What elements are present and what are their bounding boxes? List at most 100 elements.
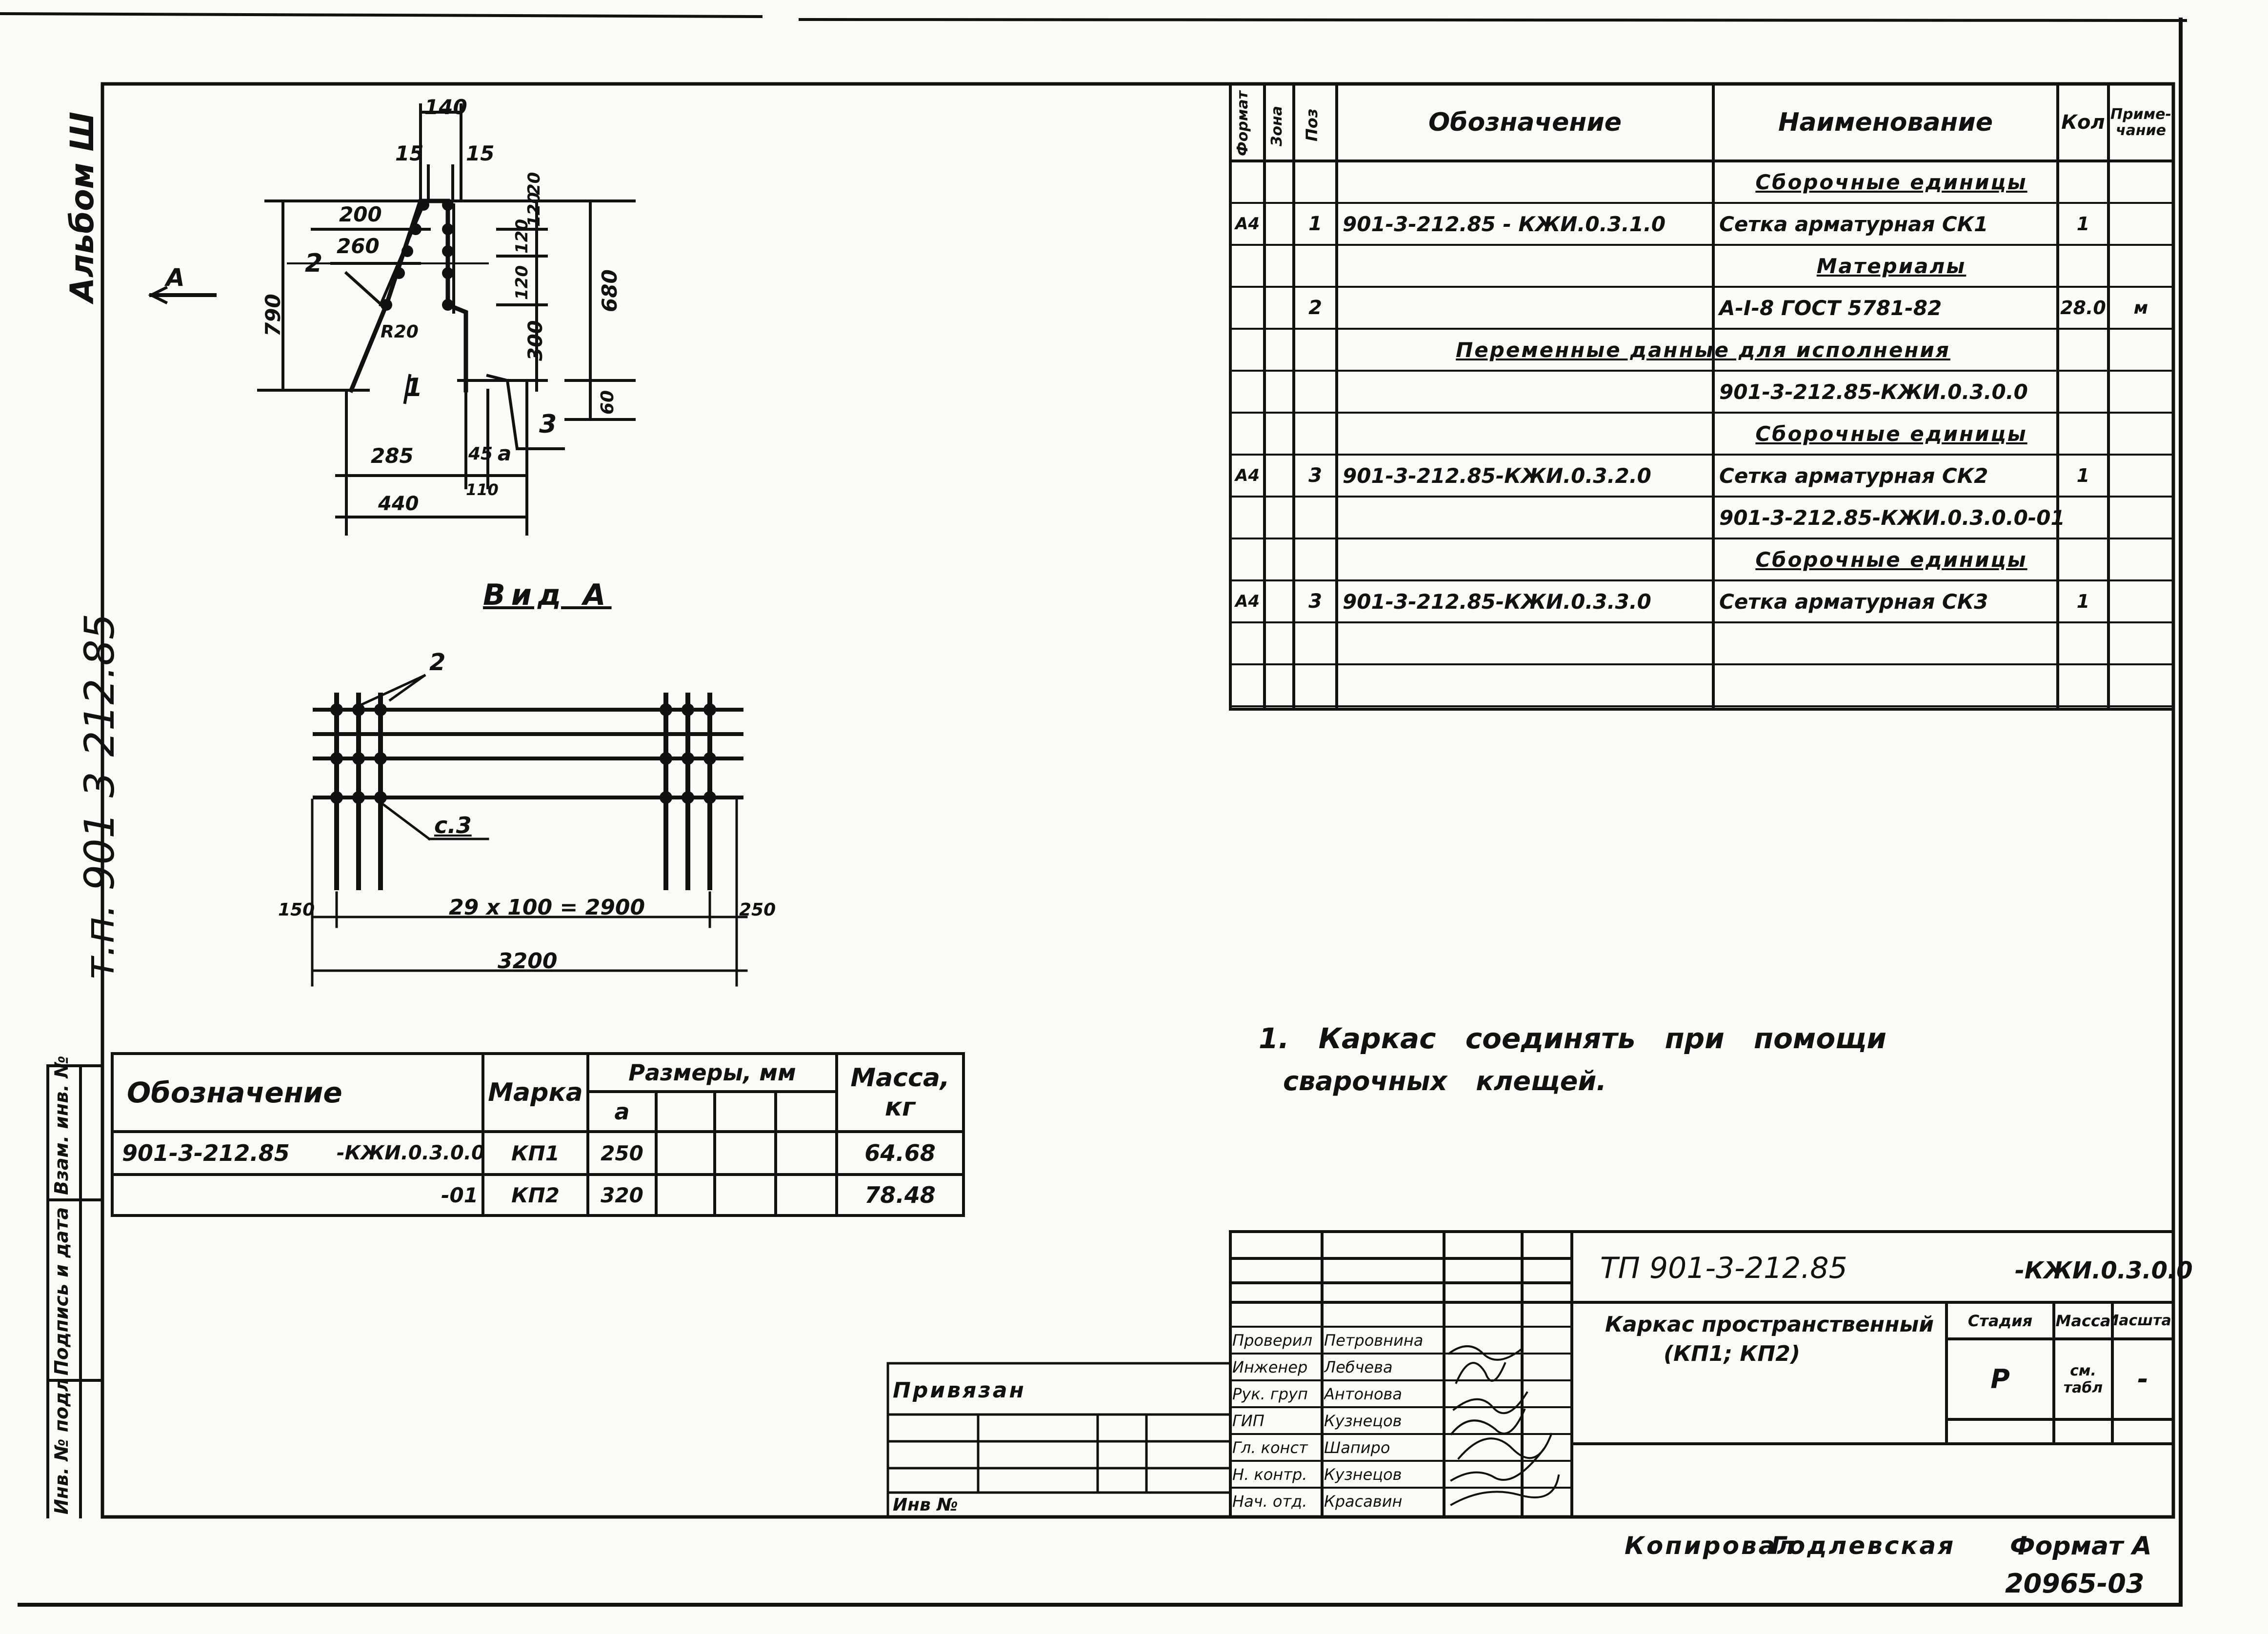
title-code-suffix: -КЖИ.0.3.0.0 <box>2015 1257 2193 1284</box>
spec-header-code: Обозначение <box>1428 108 1622 137</box>
signatures <box>1447 1345 1560 1506</box>
side-label-inv: Инв. № подл <box>51 1378 72 1514</box>
spec-row-13-name <box>1713 664 2064 706</box>
spec-row-11-qty: 1 <box>2076 591 2090 612</box>
spec-row-12-note <box>2108 622 2173 664</box>
spec-row-8-zone <box>1264 455 1294 497</box>
spec-row-6-fmt <box>1230 371 1264 413</box>
spec-row-9-pos <box>1294 497 1337 538</box>
spec-row-6-code <box>1337 371 1719 413</box>
spec-row-5-name: Переменные данные для исполнения <box>1456 338 1950 362</box>
copied-label: Копировал <box>1625 1532 1797 1560</box>
spec-row-4-code <box>1337 287 1719 329</box>
spec-row-13-pos <box>1294 664 1337 706</box>
title-code: ТП 901-3-212.85 <box>1600 1251 1847 1285</box>
spec-row-13-fmt <box>1230 664 1264 706</box>
sheet-number: 20965-03 <box>2005 1568 2145 1599</box>
dim-a: а <box>498 441 512 465</box>
spec-row-9-note <box>2108 497 2173 538</box>
spec-row-13-code <box>1337 664 1719 706</box>
pos-1: 1 <box>405 373 423 402</box>
pos-2: 2 <box>305 249 323 278</box>
view-pos-3: с.3 <box>434 812 472 838</box>
spec-row-2-note <box>2108 203 2173 245</box>
spec-row-1-name: Сборочные единицы <box>1755 170 2027 194</box>
stage-value: Р <box>1990 1364 2010 1395</box>
dim-140: 140 <box>424 95 467 119</box>
approval-role-7: Нач. отд. <box>1232 1492 1307 1511</box>
spec-row-7-pos <box>1294 413 1337 455</box>
spec-row-7-fmt <box>1230 413 1264 455</box>
spec-row-7-qty <box>2058 413 2108 455</box>
spec-row-7-note <box>2108 413 2173 455</box>
spec-row-10-qty <box>2058 538 2108 580</box>
spec-row-8-code: 901-3-212.85-КЖИ.0.3.2.0 <box>1343 463 1651 488</box>
dim-r20: R20 <box>381 322 419 342</box>
variant-2-a: 320 <box>601 1183 643 1207</box>
spec-row-11-zone <box>1264 580 1294 622</box>
spec-row-12-pos <box>1294 622 1337 664</box>
spec-row-7-zone <box>1264 413 1294 455</box>
dim-120-b: 120 <box>512 219 532 254</box>
dim-790: 790 <box>261 294 285 337</box>
spec-row-9-fmt <box>1230 497 1264 538</box>
spec-row-8-qty: 1 <box>2076 465 2090 486</box>
approval-name-1: Петровнина <box>1324 1331 1424 1350</box>
dim-440: 440 <box>378 493 419 515</box>
view-dim-total: 3200 <box>498 949 558 974</box>
pos-3: 3 <box>539 410 557 439</box>
variant-1-mark: КП1 <box>511 1141 560 1165</box>
dim-680: 680 <box>598 269 622 312</box>
variant-1-a: 250 <box>601 1141 643 1165</box>
view-dim-span: 29 х 100 = 2900 <box>449 895 645 920</box>
stage-label: Стадия <box>1967 1311 2033 1330</box>
view-dim-250: 250 <box>739 900 776 920</box>
doc-code-vertical: т.п. 901-3-212.85 <box>76 613 123 980</box>
dim-15-left: 15 <box>395 141 424 165</box>
spec-row-3-qty <box>2058 245 2108 287</box>
spec-row-1-qty <box>2058 161 2108 203</box>
spec-row-13-zone <box>1264 664 1294 706</box>
spec-row-10-pos <box>1294 538 1337 580</box>
spec-header-format: Формат <box>1234 91 1251 156</box>
approval-name-5: Шапиро <box>1324 1438 1390 1457</box>
spec-row-12-code <box>1337 622 1719 664</box>
spec-row-11-name: Сетка арматурная СК3 <box>1719 589 1988 614</box>
spec-header-zone: Зона <box>1268 106 1285 146</box>
side-label-sign: Подпись и дата <box>51 1207 72 1375</box>
spec-row-8-fmt: А4 <box>1235 466 1260 485</box>
variants-header-mass: Масса, кг <box>850 1063 950 1122</box>
spec-row-8-pos: 3 <box>1308 464 1322 487</box>
attached-label: Привязан <box>893 1377 1026 1403</box>
spec-row-1-note <box>2108 161 2173 203</box>
view-pos-2: 2 <box>429 649 446 676</box>
spec-row-1-pos <box>1294 161 1337 203</box>
spec-row-8-note <box>2108 455 2173 497</box>
spec-row-4-note: м <box>2133 298 2148 318</box>
dim-60: 60 <box>598 390 618 415</box>
spec-row-1-fmt <box>1230 161 1264 203</box>
album-label: Альбом Ш <box>63 111 101 302</box>
spec-row-3-fmt <box>1230 245 1264 287</box>
spec-row-12-fmt <box>1230 622 1264 664</box>
spec-header-pos: Поз <box>1303 108 1321 141</box>
approval-role-3: Рук. груп <box>1232 1384 1308 1403</box>
approval-name-2: Лебчева <box>1324 1357 1393 1376</box>
spec-row-3-name: Материалы <box>1816 254 1967 278</box>
spec-row-4-fmt <box>1230 287 1264 329</box>
dim-110: 110 <box>466 480 499 499</box>
spec-row-12-name <box>1713 622 2064 664</box>
mass-value: см. табл <box>2063 1362 2103 1396</box>
spec-row-6-qty <box>2058 371 2108 413</box>
spec-row-6-zone <box>1264 371 1294 413</box>
spec-row-11-pos: 3 <box>1308 590 1322 613</box>
dim-20: 20 <box>524 172 544 195</box>
view-dim-150: 150 <box>278 900 315 920</box>
approval-role-6: Н. контр. <box>1232 1465 1307 1484</box>
variant-1-code: 901-3-212.85 <box>122 1140 290 1166</box>
spec-row-5-note <box>2108 329 2173 371</box>
approval-name-6: Кузнецов <box>1324 1465 1402 1484</box>
spec-row-1-code <box>1337 161 1719 203</box>
spec-row-8-name: Сетка арматурная СК2 <box>1719 463 1988 488</box>
